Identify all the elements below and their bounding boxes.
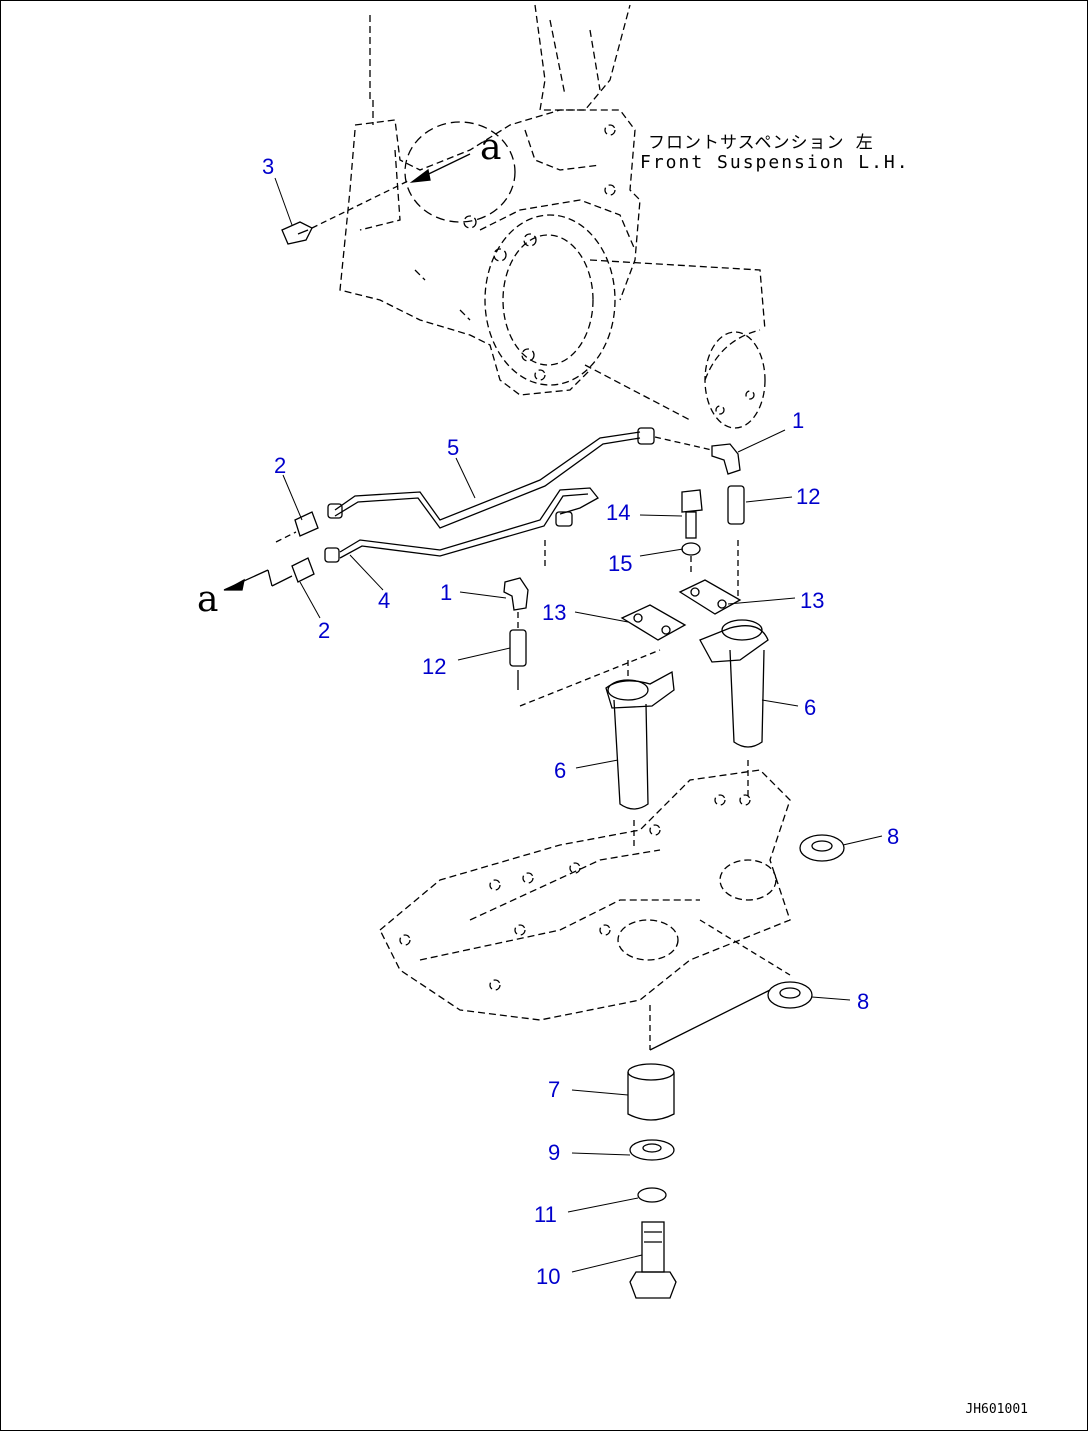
item-1-elbow-upper [654,436,741,475]
item-8-shim-lower [767,981,813,1009]
detail-ref-a-upper: a [480,127,502,168]
item-1-elbow-lower [503,540,546,611]
item-2-connector-lower [223,557,315,591]
item-9-washer [629,1139,675,1161]
callout-15: 15 [608,551,633,576]
item-2-connector-upper [275,511,319,543]
item-7-bushing [627,1063,675,1121]
callout-1-lower: 1 [440,580,453,605]
detail-ref-a-lower: a [197,579,219,620]
item-15-washer [681,542,701,556]
item-12-fitting-upper [727,485,745,600]
callout-1-upper: 1 [792,408,805,433]
item-13-plate-right [678,579,742,615]
callout-4: 4 [378,588,391,613]
callout-13-left: 13 [542,600,567,625]
item-11-lock-washer [637,1187,667,1203]
callout-7: 7 [548,1077,561,1102]
tube-5 [334,427,655,529]
item-10-bolt [629,1221,677,1299]
callout-6-right: 6 [804,695,817,720]
callout-12-upper: 12 [796,484,821,509]
callout-6-left: 6 [554,758,567,783]
item-13-plate-left [620,604,687,641]
item-6-pin-left [605,660,675,810]
callout-5: 5 [447,435,460,460]
callout-14: 14 [606,500,631,525]
drawing-id: JH601001 [965,1402,1028,1417]
tube-4-nut [324,547,340,563]
detail-a-circle [404,121,516,223]
item-8-shim-upper [799,834,845,862]
callout-12-lower: 12 [422,654,447,679]
callout-3: 3 [262,154,275,179]
callout-8-upper: 8 [887,824,900,849]
tube-5-nut [327,503,343,519]
callout-11: 11 [534,1202,557,1227]
title-english: Front Suspension L.H. [640,152,910,173]
callout-2-lower: 2 [318,618,331,643]
callout-10: 10 [536,1264,561,1289]
item-12-fitting-lower [509,612,527,690]
callout-9: 9 [548,1140,561,1165]
suspension-housing [339,4,766,429]
item-3-grease-fitting [281,221,313,245]
callout-13-right: 13 [800,588,825,613]
title-japanese: フロントサスペンション 左 [648,133,874,153]
callout-2-upper: 2 [274,453,287,478]
lower-bracket [379,769,791,1021]
tube-4 [339,487,599,559]
item-6-pin-right [699,619,769,748]
callout-8-lower: 8 [857,989,870,1014]
item-14-bolt [681,489,703,539]
leader-lines [274,177,883,1273]
